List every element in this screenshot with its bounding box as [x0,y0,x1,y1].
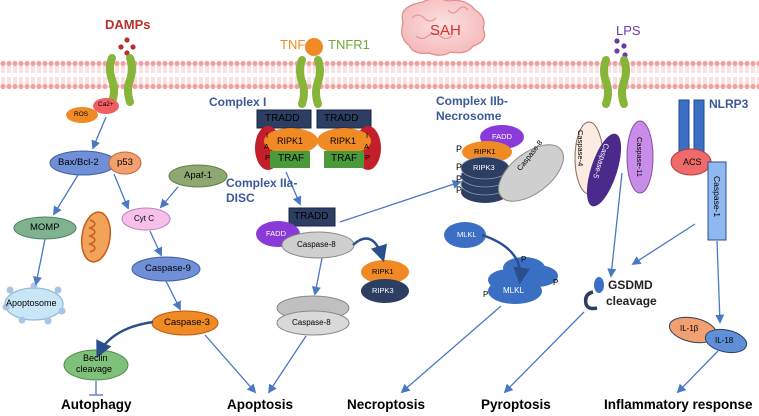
iap-right-3: P [365,153,371,162]
complex2a-tradd-box [288,207,336,227]
complex2a-ripk1-label: RIPK1 [372,267,394,276]
nlrp3-label: NLRP3 [709,97,749,111]
phospho-p1: P [456,144,463,154]
sah-label: SAH [430,22,461,39]
tnfr1-receptor [296,38,324,108]
outcome-pyroptosis: Pyroptosis [481,397,551,412]
beclin-ellipse [63,349,129,381]
phospho-p3: P [456,174,463,184]
outcome-autophagy: Autophagy [61,397,132,412]
caspase11-label: Caspase-11 [635,137,644,177]
momp-label: MOMP [30,222,60,233]
complex2b-ripk3-label: RIPK3 [473,163,495,172]
complex2a-title-2: DISC [226,191,255,205]
iap-left-3: P [265,153,271,162]
mlkl-ellipse [444,222,486,248]
gsdmd-icon [583,277,604,311]
beclin-label: Beclin [83,353,108,363]
apoptosome-label: Apoptosome [6,298,57,308]
outcome-necroptosis: Necroptosis [347,397,426,412]
mlkl-label: MLKL [457,230,477,239]
complex2a-ripk1-ellipse [361,260,409,284]
complex2b-title-1: Complex IIb- [436,94,509,108]
phospho-p4: P [456,185,463,195]
iap-left-1: I [266,131,269,140]
mitochondrion-icon [80,211,112,263]
ca2-ellipse [93,98,119,114]
complex2a-ripk3-label: RIPK3 [372,286,394,295]
phospho-p2: P [456,162,463,172]
tnf-label: TNF [280,37,306,52]
mlkl-p-left: P [483,290,489,299]
iap-left-2: A [264,142,270,151]
pathway-arrows [32,116,725,394]
complex2a-tradd-label: TRADD [294,211,329,222]
caspase5-ellipse [586,133,622,207]
apaf1-label: Apaf-1 [184,170,212,181]
mlkl-p-right: P [553,278,559,287]
complex2a-caspase8-label: Caspase-8 [297,240,336,249]
complex2a-title-1: Complex IIa- [226,176,298,190]
lps-label: LPS [616,23,641,38]
caspase11-ellipse [626,120,654,194]
complex-1-left [255,109,318,170]
outcome-inflammatory: Inflammatory response [604,397,753,412]
ca2-label: Ca2+ [98,101,114,108]
complex2b-caspase8-ellipse [498,144,564,202]
complex2a-fadd-label: FADD [266,229,287,238]
gsdmd-label: GSDMD [608,278,653,292]
damps-receptor [106,37,136,106]
ros-ellipse [66,107,98,123]
complex1-ripk1-right: RIPK1 [330,136,357,146]
cleavage-arrows [96,233,530,359]
complex2b-ripk1-ellipse [462,141,512,163]
caspase8-dimer-label: Caspase-8 [292,318,331,327]
beclin-cleavage-label: cleavage [76,364,113,374]
complex2a-ripk3-ellipse [361,279,409,303]
mlkl-p-top: P [521,255,527,264]
complex1-title: Complex I [209,95,267,109]
complex1-traf-right: TRAF [331,153,358,164]
acs-label: ACS [683,157,702,167]
complex2b-ripk1-label: RIPK1 [474,147,496,156]
caspase1-box [707,161,727,241]
mlkl-oligomer-label: MLKL [503,286,524,295]
il18-label: IL-18 [715,336,734,345]
iap-right-1: I [366,131,369,140]
tnfr1-label: TNFR1 [328,37,370,52]
gsdmd-cleavage-label: cleavage [606,294,657,308]
complex1-traf-left: TRAF [278,153,305,164]
complex2b-fadd-label: FADD [492,132,513,141]
il1b-label: IL-1β [680,324,699,333]
apaf1-ellipse [168,164,228,188]
complex1-tradd-left: TRADD [265,113,300,124]
mlkl-oligomer [488,257,558,304]
caspase4-label: Caspase-4 [576,130,585,167]
cytc-label: Cyt C [134,214,154,223]
complex1-tradd-right: TRADD [324,113,359,124]
lps-receptor [600,38,630,108]
nlrp3 [678,99,705,156]
brain-icon [401,0,486,56]
bax-bcl2-label: Bax/Bcl-2 [58,157,99,168]
apoptosome-icon [2,282,66,325]
caspase3-label: Caspase-3 [164,317,210,328]
caspase9-label: Caspase-9 [145,263,191,274]
p53-ellipse [108,151,142,175]
p53-label: p53 [117,157,133,168]
il18-ellipse [704,328,748,354]
outcome-apoptosis: Apoptosis [227,397,293,412]
iap-right-2: A [364,142,370,151]
ros-label: ROS [74,111,89,118]
complex2b-title-2: Necrosome [436,109,502,123]
cytc-ellipse [121,207,171,231]
caspase1-label: Caspase-1 [712,176,722,218]
damps-label: DAMPs [105,17,151,32]
complex-1-right [316,109,381,170]
inhibition-marker [89,381,103,396]
complex1-ripk1-left: RIPK1 [277,136,304,146]
caspase8-dimer-front [276,310,350,336]
